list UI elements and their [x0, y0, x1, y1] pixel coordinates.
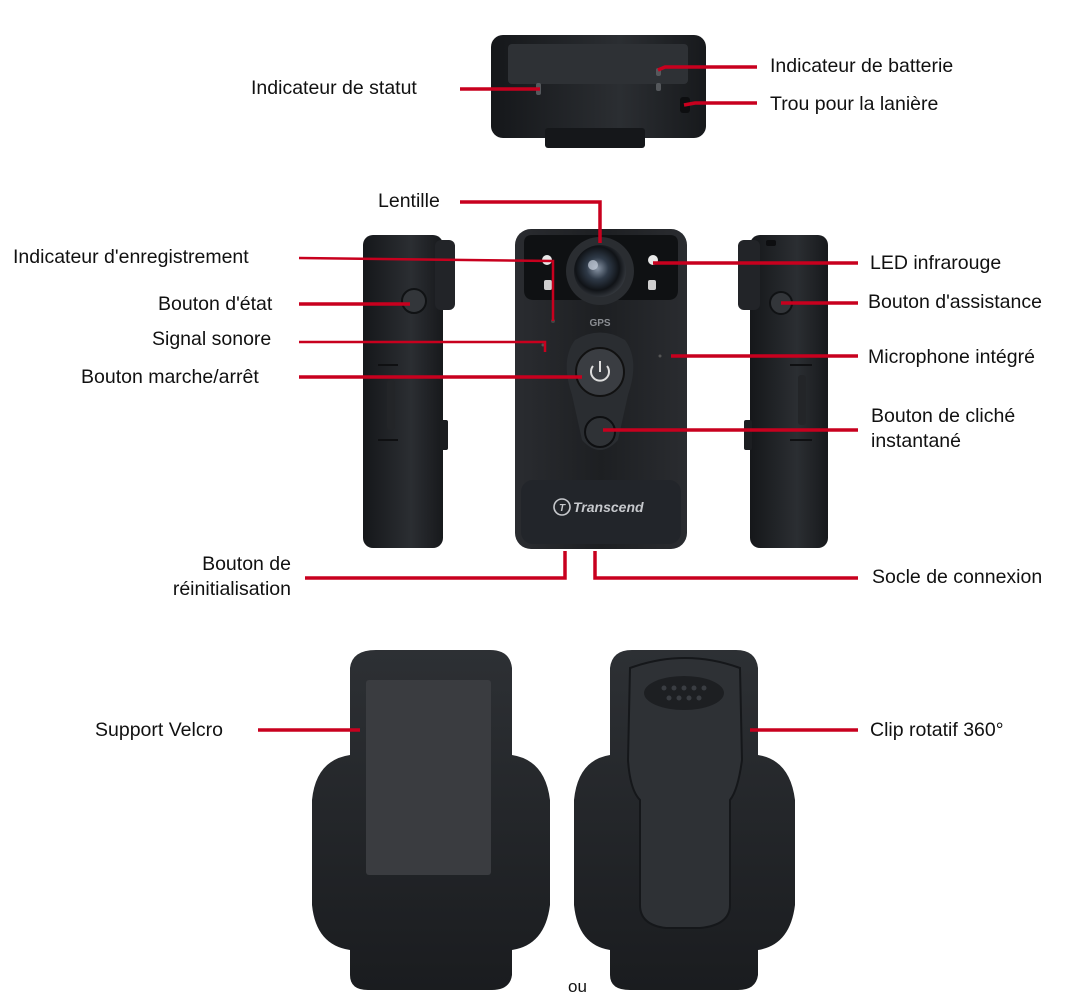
label-microphone: Microphone intégré [868, 346, 1035, 368]
label-dock-connector: Socle de connexion [872, 566, 1043, 588]
leader-lines [258, 65, 858, 732]
label-status-indicator: Indicateur de statut [251, 77, 417, 99]
leader-lanyard-hole [683, 101, 757, 107]
label-velcro-mount: Support Velcro [95, 719, 223, 741]
label-reset-button-line2: réinitialisation [172, 578, 291, 600]
label-lens: Lentille [378, 190, 440, 212]
velcro-mount [312, 650, 550, 990]
leader-dock-connector [593, 551, 858, 580]
power-icon [590, 361, 610, 382]
lens-shape [574, 245, 626, 297]
leader-reset-button [305, 551, 567, 580]
label-reset-button-line1: Bouton de [202, 553, 291, 575]
right-side-device [738, 235, 828, 548]
label-or: ou [568, 977, 587, 996]
label-rotating-clip: Clip rotatif 360° [870, 719, 1004, 741]
label-power-button: Bouton marche/arrêt [81, 366, 259, 388]
leader-buzzer [299, 340, 547, 352]
top-view-device [491, 35, 706, 148]
leader-recording-indicator [298, 256, 555, 321]
label-snapshot-button-line1: Bouton de cliché [871, 405, 1016, 427]
leader-battery-indicator [657, 65, 757, 72]
snapshot-button-shape [584, 416, 616, 448]
label-recording-indicator: Indicateur d'enregistrement [13, 246, 249, 268]
rotating-clip-mount [574, 650, 795, 990]
leader-lens [460, 200, 602, 243]
label-snapshot-button-line2: instantané [871, 430, 961, 452]
clip-plate [626, 657, 744, 929]
front-device: GPS T Transcend [515, 229, 687, 549]
svg-text:Transcend: Transcend [573, 499, 644, 515]
svg-text:T: T [559, 503, 566, 514]
velcro-patch [366, 680, 491, 875]
label-assist-button: Bouton d'assistance [868, 291, 1042, 313]
label-battery-indicator: Indicateur de batterie [770, 55, 954, 77]
left-side-device [363, 235, 455, 548]
status-button-shape [401, 288, 427, 314]
brand-logo: T Transcend [553, 498, 644, 516]
gps-marking: GPS [589, 318, 610, 329]
label-status-button: Bouton d'état [158, 293, 273, 315]
label-infrared-led: LED infrarouge [870, 252, 1002, 274]
label-lanyard-hole: Trou pour la lanière [770, 93, 939, 115]
label-buzzer: Signal sonore [152, 328, 272, 350]
